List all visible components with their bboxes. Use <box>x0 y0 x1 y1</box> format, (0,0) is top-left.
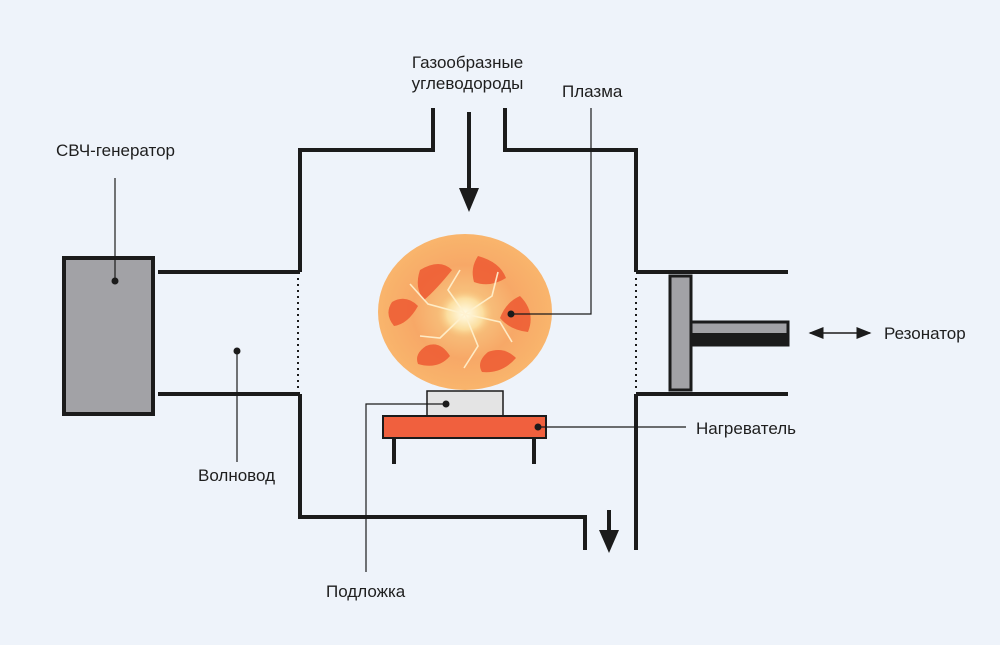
exhaust-arrow <box>599 510 619 553</box>
label-waveguide: Волновод <box>198 466 276 485</box>
microwave-generator-box <box>62 256 155 416</box>
label-substrate: Подложка <box>326 582 406 601</box>
waveguide-walls <box>158 270 300 396</box>
resonator-rod-stripe <box>691 333 788 345</box>
label-microwave-generator: СВЧ-генератор <box>56 141 176 160</box>
leader-lines <box>114 108 686 572</box>
label-hydrocarbon-gas-line2: углеводороды <box>411 74 524 93</box>
label-hydrocarbon-gas-line1: Газообразные <box>411 53 524 72</box>
resonator-piston-plate <box>668 274 693 392</box>
dielectric-windows <box>297 278 637 390</box>
heater-legs <box>392 438 536 464</box>
leader-dots <box>111 277 542 431</box>
label-plasma: Плазма <box>562 82 623 101</box>
plasma-ball <box>378 234 552 390</box>
label-heater: Нагреватель <box>696 419 797 438</box>
heater-plate <box>382 415 547 439</box>
gas-inlet-arrow <box>459 112 479 212</box>
label-resonator: Резонатор <box>884 324 966 343</box>
chamber-walls <box>298 108 788 550</box>
